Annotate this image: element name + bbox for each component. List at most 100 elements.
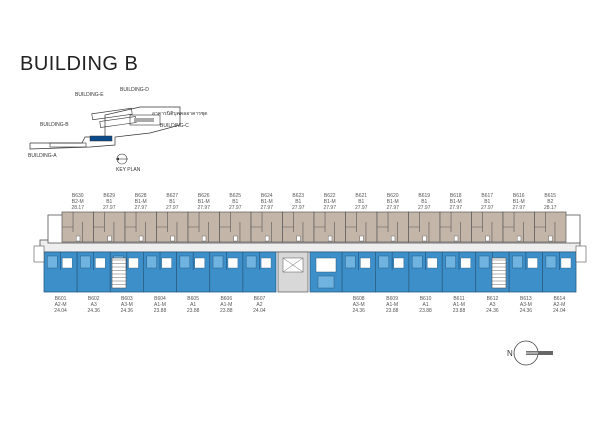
unit-code: B620 — [386, 193, 399, 199]
unit-type: A1-M — [453, 302, 465, 309]
bathroom-fixture — [390, 235, 396, 242]
bathroom — [345, 255, 356, 269]
unit-type: B1 — [106, 199, 113, 206]
key-label-building-a: BUILDING-A — [28, 153, 57, 159]
bathroom-fixture — [201, 235, 207, 242]
unit-type: A2-M — [54, 302, 67, 309]
key-label-building-e: BUILDING-E — [75, 92, 104, 98]
kitchen-fixture — [560, 257, 572, 269]
bathroom-fixture — [453, 235, 459, 242]
unit-area: 27.97 — [134, 205, 147, 212]
unit-area: 23.88 — [419, 308, 432, 315]
unit-area: 27.97 — [417, 205, 431, 212]
unit-area: 27.97 — [165, 205, 179, 212]
unit-type: B1-M — [386, 199, 399, 206]
unit-code: B621 — [355, 193, 368, 199]
unit-type: B1 — [421, 199, 428, 206]
key-label-juristic: อาคารนิติบุคคลอาคารชุด — [152, 111, 208, 117]
unit-type: B1 — [232, 199, 239, 206]
stair-core-left — [111, 257, 127, 289]
north-arrow-icon: N — [507, 340, 553, 366]
unit-code: B603 — [121, 296, 133, 302]
kitchen-fixture — [62, 257, 73, 269]
kitchen-fixture — [460, 257, 471, 269]
unit-code: B627 — [166, 193, 179, 199]
kitchen-fixture — [194, 257, 205, 269]
unit-code: B611 — [453, 296, 465, 302]
kitchen-fixture — [360, 257, 371, 269]
unit-area: 23.88 — [153, 308, 167, 315]
kitchen-fixture — [260, 257, 272, 269]
unit-area: 24.36 — [352, 308, 365, 315]
unit-area: 27.97 — [386, 205, 399, 212]
unit-type: B1-M — [197, 199, 210, 206]
unit-type: A1 — [190, 302, 197, 309]
end-balcony-left — [33, 245, 45, 263]
unit-code: B610 — [419, 296, 432, 302]
bathroom-fixture — [327, 235, 333, 242]
key-label-building-b: BUILDING-B — [40, 122, 69, 128]
bathroom — [245, 255, 257, 269]
bathroom — [411, 255, 423, 269]
unit-code: B617 — [481, 193, 494, 199]
unit-type: B2-M — [71, 199, 84, 206]
unit-type: A3 — [90, 302, 97, 309]
unit-code: B623 — [292, 193, 305, 199]
unit-code: B608 — [352, 296, 365, 302]
bathroom-fixture — [170, 235, 175, 242]
key-label-building-c: BUILDING-C — [160, 123, 189, 129]
key-plan: BUILDING-D BUILDING-E BUILDING-B BUILDIN… — [20, 85, 220, 175]
unit-code: B613 — [520, 296, 532, 302]
unit-type: A1-M — [154, 302, 166, 309]
unit-code: B612 — [486, 296, 499, 302]
bathroom — [47, 255, 58, 269]
bathroom-fixture — [107, 235, 112, 242]
unit-type: A3-M — [352, 302, 365, 309]
unit-area: 23.88 — [186, 308, 200, 315]
unit-type: B2 — [547, 199, 554, 206]
unit-code: B609 — [386, 296, 398, 302]
bathroom — [478, 255, 490, 269]
unit-area: 23.88 — [452, 308, 466, 315]
unit-area: 27.97 — [197, 205, 210, 212]
end-balcony-right — [575, 245, 587, 263]
unit-type: A3 — [489, 302, 496, 309]
key-plan-label: KEY PLAN — [116, 167, 141, 173]
unit-type: B1 — [169, 199, 176, 206]
unit-area: 24.36 — [519, 308, 533, 315]
bathroom-fixture — [296, 235, 301, 242]
bathroom-fixture — [138, 235, 144, 242]
kitchen-fixture — [393, 257, 405, 269]
unit-type: A2-M — [553, 302, 566, 309]
unit-area: 24.36 — [486, 308, 499, 315]
key-label-building-d: BUILDING-D — [120, 87, 149, 93]
unit-type: B1-M — [449, 199, 462, 206]
unit-code: B624 — [260, 193, 273, 199]
north-label: N — [507, 349, 513, 358]
unit-area: 23.88 — [220, 308, 233, 315]
unit-area: 27.97 — [449, 205, 462, 212]
kitchen-fixture — [95, 257, 106, 269]
bathroom — [445, 255, 456, 269]
